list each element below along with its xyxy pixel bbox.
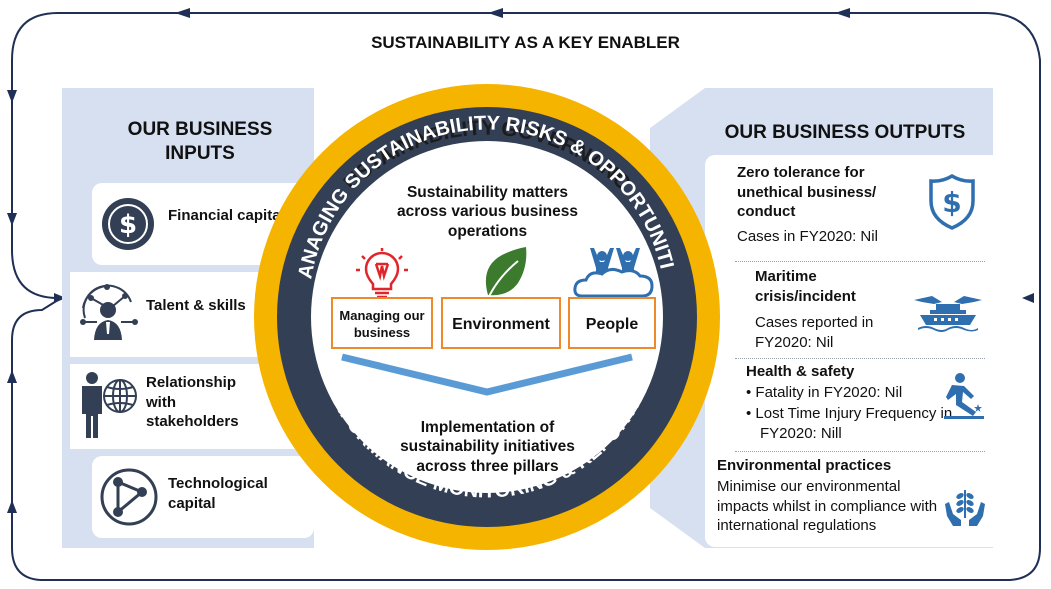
input-label-talent: Talent & skills — [146, 297, 246, 314]
people-cheering-icon — [573, 248, 654, 298]
outputs-box — [705, 155, 993, 547]
page-title: SUSTAINABILITY AS A KEY ENABLER — [371, 33, 680, 52]
flow-arrows — [7, 8, 1034, 513]
shield-dollar-icon: $ — [929, 173, 975, 230]
leaf-icon — [485, 247, 527, 304]
pillar-people: People — [568, 297, 656, 349]
output-divider-1 — [735, 261, 985, 262]
center-bottom-text: Implementation of sustainability initiat… — [400, 419, 575, 475]
pillar-managing-business: Managing our business — [331, 297, 433, 349]
chevron-arrow — [341, 353, 633, 396]
output-title-environment: Environmental practices — [717, 457, 892, 474]
output-bullet-lti: • Lost Time Injury Frequency in FY2020: … — [746, 405, 953, 442]
output-divider-2 — [735, 358, 985, 359]
pillar-environment: Environment — [441, 297, 561, 349]
people-network-icon — [80, 284, 138, 340]
output-detail-environment: Minimise our environmental impacts whils… — [717, 478, 938, 534]
output-title-ethics: Zero tolerance for unethical business/ c… — [737, 164, 877, 220]
bullet-text-lti: Lost Time Injury Frequency in FY2020: Ni… — [755, 405, 953, 442]
output-bullet-fatality: • Fatality in FY2020: Nil — [746, 384, 903, 401]
output-detail-maritime: Cases reported in FY2020: Nil — [755, 314, 874, 351]
input-label-relationship: Relationship with stakeholders — [146, 374, 239, 430]
businessman-globe-icon — [82, 372, 137, 438]
center-top-text: Sustainability matters across various bu… — [397, 184, 578, 240]
hands-plant-icon — [945, 490, 985, 526]
ship-hands-icon — [914, 296, 982, 332]
output-detail-ethics: Cases in FY2020: Nil — [737, 228, 878, 245]
inputs-heading: OUR BUSINESS INPUTS — [127, 119, 273, 164]
output-title-maritime: Maritime crisis/incident — [755, 268, 856, 305]
lightbulb-icon — [356, 248, 408, 299]
outputs-heading: OUR BUSINESS OUTPUTS — [724, 122, 966, 143]
dollar-coin-icon: $ — [102, 198, 154, 250]
svg-text:$: $ — [942, 186, 961, 219]
svg-text:$: $ — [119, 210, 137, 240]
input-label-financial: Financial capital — [168, 207, 285, 224]
output-title-safety: Health & safety — [746, 363, 855, 380]
output-divider-3 — [735, 451, 985, 452]
input-label-technology: Technological capital — [168, 475, 268, 512]
slip-hazard-icon — [944, 373, 984, 419]
bullet-text-fatality: Fatality in FY2020: Nil — [755, 384, 903, 401]
network-globe-icon — [100, 468, 158, 526]
